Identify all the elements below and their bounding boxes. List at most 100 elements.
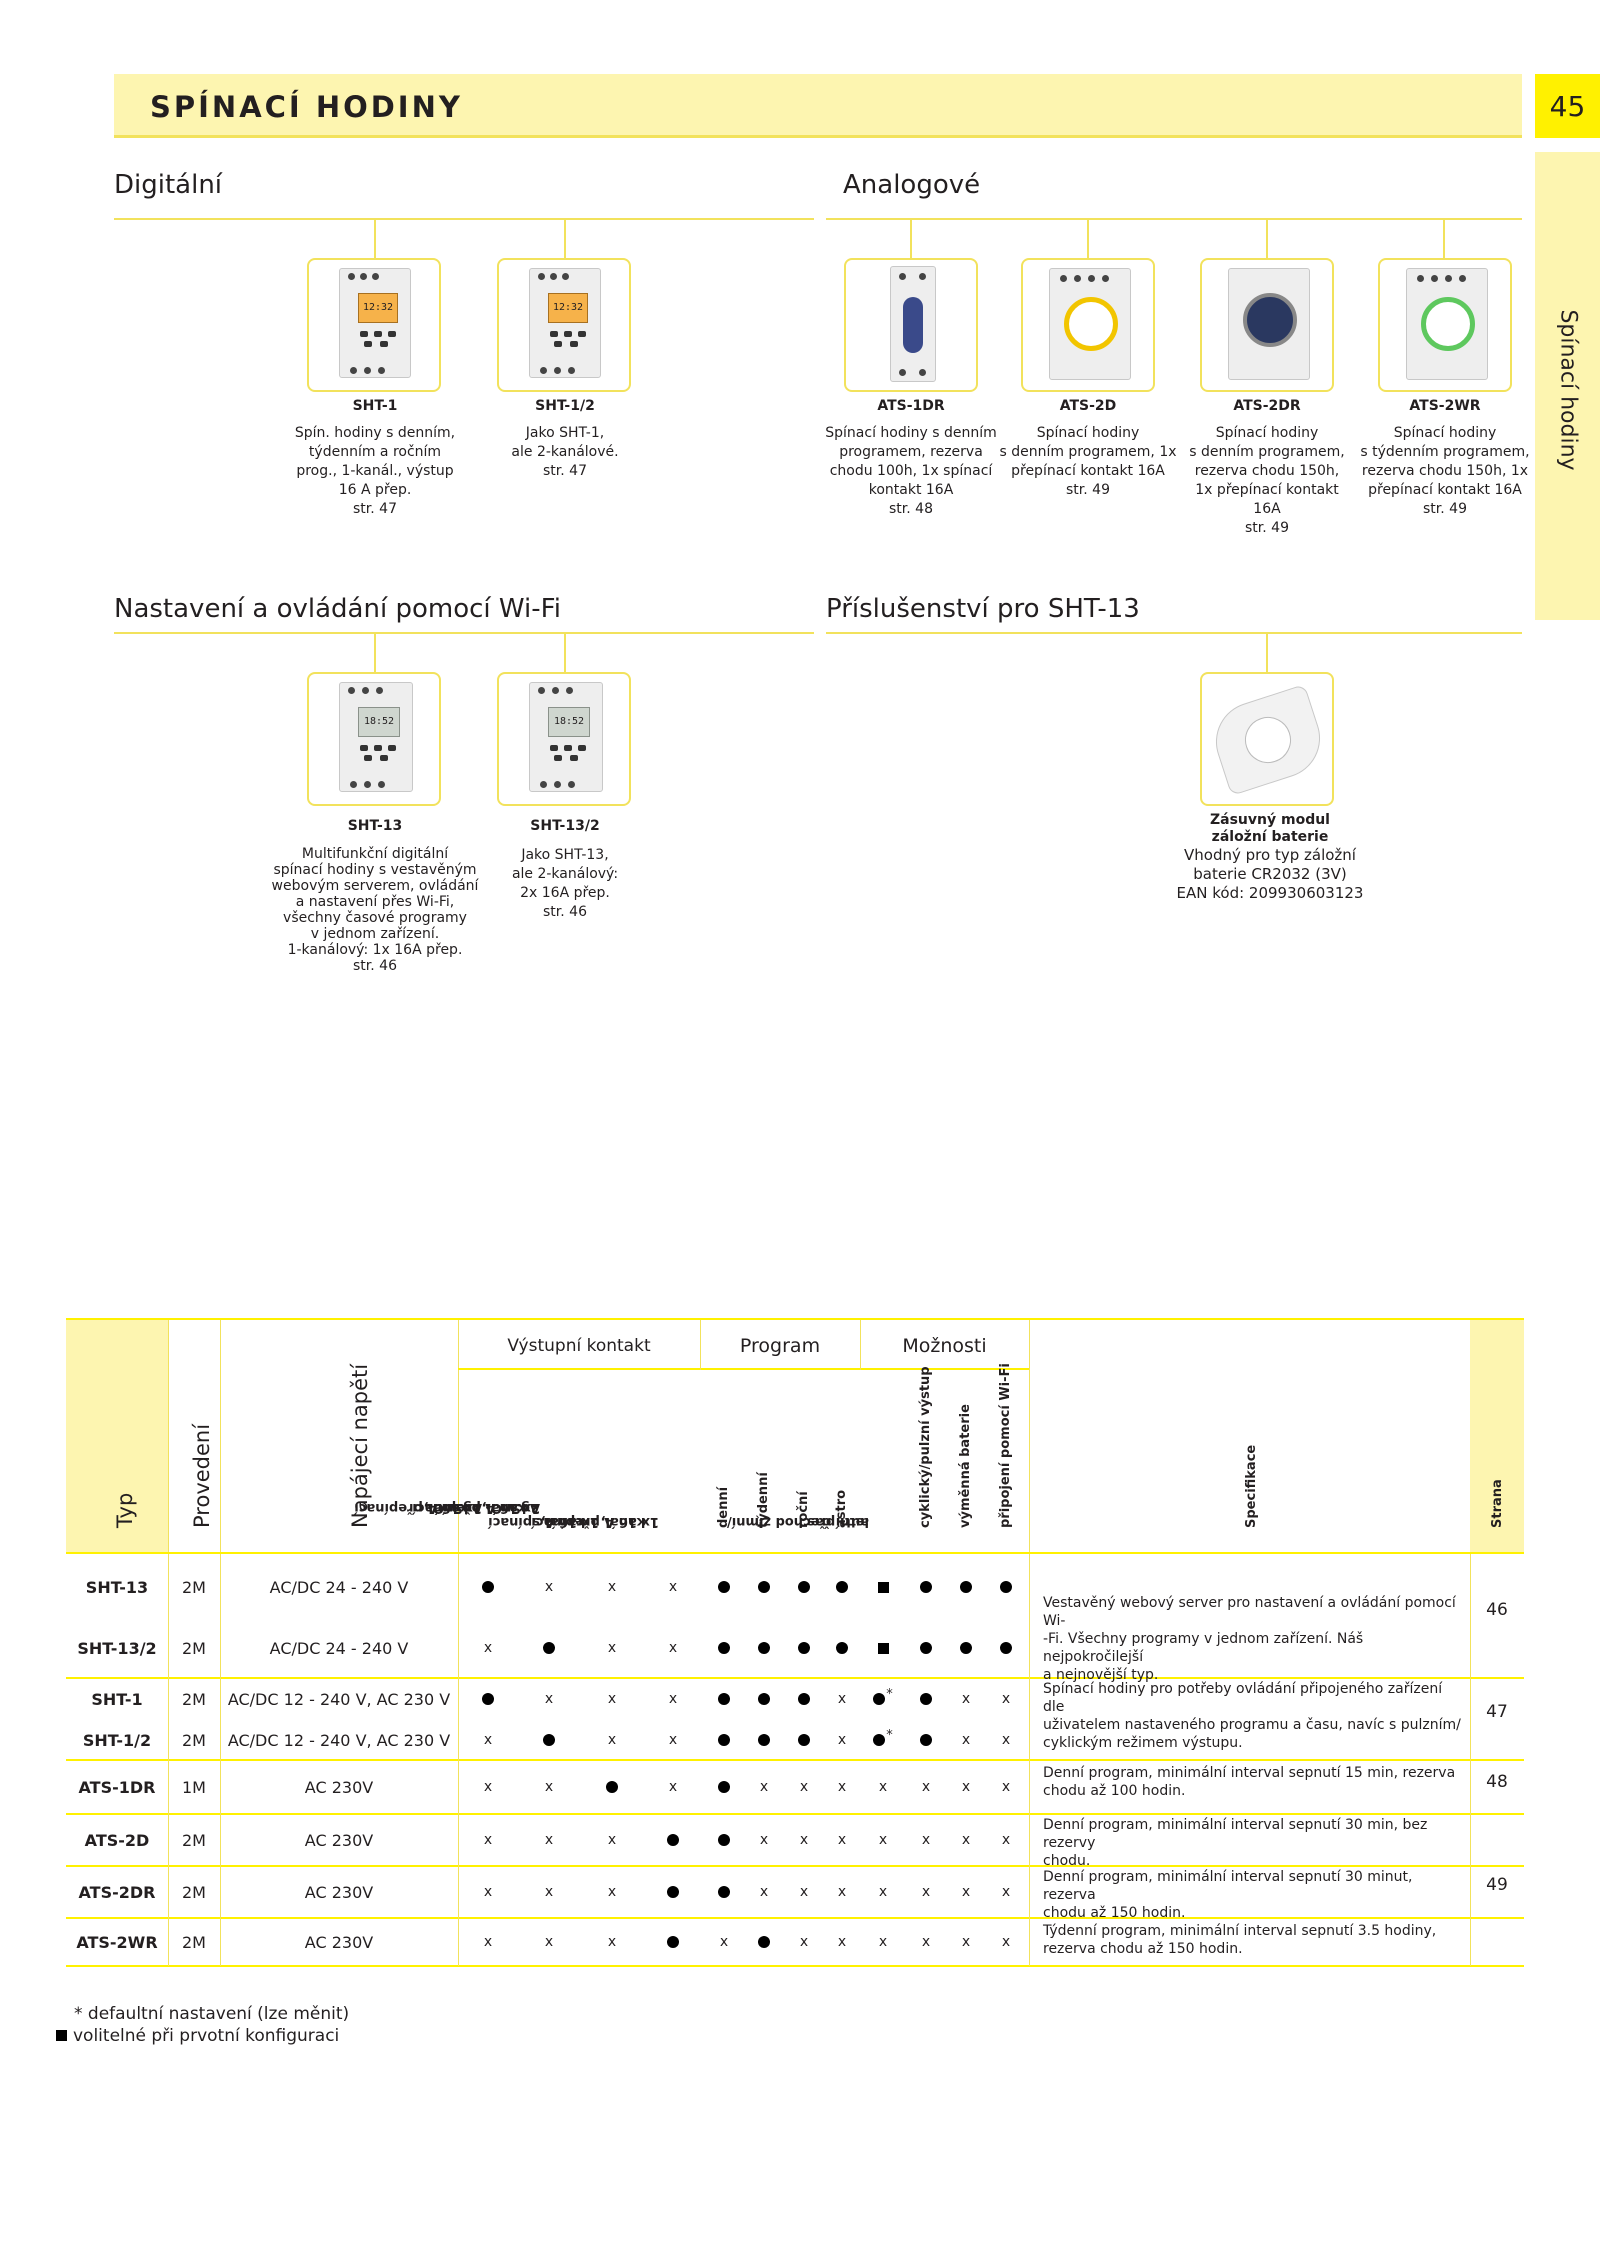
row-voltage: AC/DC 24 - 240 V (269, 1577, 409, 1597)
row-mounting: 2M (182, 1730, 206, 1750)
mark-no: x (961, 1934, 971, 1950)
row-type: SHT-1 (91, 1689, 143, 1709)
col-divider (1029, 1554, 1030, 1966)
device-drawing: 18:52 (529, 682, 603, 792)
row-group-rule (66, 1865, 1524, 1867)
mark-no: x (668, 1732, 678, 1748)
connector (564, 220, 566, 260)
mark-yes (708, 1866, 740, 1918)
mark-yes (748, 1618, 780, 1678)
mark-no: x (961, 1691, 971, 1707)
mark-no: x (544, 1579, 554, 1595)
product-image-ats2dr (1200, 258, 1334, 392)
section-accessories: Příslušenství pro SHT-13 (826, 594, 1140, 624)
connector (374, 634, 376, 674)
header-strana: Strana (1490, 1479, 1505, 1528)
page-ref-47: 47 (1486, 1702, 1508, 1722)
col-divider (168, 1320, 169, 1552)
mark-no: x (961, 1884, 971, 1900)
product-image-ats2d (1021, 258, 1155, 392)
spec-ats2dr: Denní program, minimální interval sepnut… (1043, 1869, 1413, 1921)
product-image-sht132: 18:52 (497, 672, 631, 806)
mark-no: x (961, 1732, 971, 1748)
mark-yes: * (867, 1720, 899, 1760)
header-opt-dst: aut. přechod zimní/letní čas (727, 1514, 869, 1529)
table-top-rule (66, 1318, 1524, 1320)
mark-no: x (668, 1640, 678, 1656)
product-image-battery-module (1200, 672, 1334, 806)
mark-yes (708, 1720, 740, 1760)
mark-no: x (799, 1934, 809, 1950)
mark-no: x (799, 1884, 809, 1900)
title-band: SPÍNACÍ HODINY (114, 74, 1522, 138)
mark-no: x (607, 1691, 617, 1707)
row-group-rule (66, 1965, 1524, 1967)
group-underline (860, 1368, 1029, 1370)
device-drawing: 18:52 (339, 682, 413, 792)
product-image-sht12: 12:32 (497, 258, 631, 392)
section-rule (114, 632, 814, 634)
row-mounting: 2M (182, 1638, 206, 1658)
mark-no: x (921, 1934, 931, 1950)
mark-no: x (961, 1779, 971, 1795)
product-image-sht1: 12:32 (307, 258, 441, 392)
mark-no: x (759, 1884, 769, 1900)
mark-no: x (1001, 1934, 1011, 1950)
mark-yes (748, 1918, 780, 1966)
mark-no: x (668, 1691, 678, 1707)
mark-optional (867, 1556, 899, 1618)
mark-no: x (483, 1732, 493, 1748)
row-voltage: AC 230V (304, 1882, 374, 1902)
connector (1443, 220, 1445, 260)
page-ref-49: 49 (1486, 1875, 1508, 1895)
row-mounting: 2M (182, 1689, 206, 1709)
mark-no: x (799, 1832, 809, 1848)
mark-default-asterisk: * (886, 1686, 893, 1702)
mark-yes (910, 1678, 942, 1720)
mark-no: x (483, 1779, 493, 1795)
spec-ats2d: Denní program, minimální interval sepnut… (1043, 1817, 1428, 1869)
mark-yes: * (867, 1678, 899, 1720)
product-name-sht1: SHT-1 (352, 398, 398, 414)
col-divider (458, 1554, 459, 1966)
row-voltage: AC 230V (304, 1830, 374, 1850)
row-mounting: 2M (182, 1577, 206, 1597)
mark-yes (708, 1814, 740, 1866)
product-name-ats2wr: ATS-2WR (1409, 398, 1481, 414)
product-image-sht13: 18:52 (307, 672, 441, 806)
row-type: ATS-2WR (76, 1932, 158, 1952)
mark-yes (788, 1678, 820, 1720)
section-wifi: Nastavení a ovládání pomocí Wi-Fi (114, 594, 561, 624)
mark-yes (990, 1556, 1022, 1618)
row-voltage: AC 230V (304, 1777, 374, 1797)
group-options: Možnosti (902, 1335, 987, 1357)
section-rule (826, 218, 1522, 220)
row-type: SHT-1/2 (82, 1730, 152, 1750)
col-divider (220, 1320, 221, 1552)
spec-sht1: Spínací hodiny pro potřeby ovládání přip… (1043, 1681, 1461, 1751)
mark-yes (788, 1556, 820, 1618)
device-drawing (1406, 268, 1488, 380)
mark-yes (472, 1678, 504, 1720)
spec-ats1dr: Denní program, minimální interval sepnut… (1043, 1765, 1456, 1799)
spec-ats2wr: Týdenní program, minimální interval sepn… (1043, 1923, 1437, 1957)
mark-yes (657, 1866, 689, 1918)
product-name-ats1dr: ATS-1DR (877, 398, 945, 414)
page-ref-46: 46 (1486, 1600, 1508, 1620)
square-marker (56, 2030, 67, 2041)
mark-no: x (961, 1832, 971, 1848)
device-drawing: 12:32 (339, 268, 411, 378)
mark-yes (826, 1556, 858, 1618)
header-typ: Typ (113, 1492, 137, 1528)
mark-yes (708, 1760, 740, 1814)
mark-no: x (607, 1884, 617, 1900)
col-bg-typ (66, 1320, 168, 1552)
mark-no: x (878, 1779, 888, 1795)
lcd-screen: 18:52 (358, 707, 400, 737)
header-opt-cyclic: cyklický/pulzní výstup (918, 1366, 933, 1528)
mark-no: x (837, 1832, 847, 1848)
